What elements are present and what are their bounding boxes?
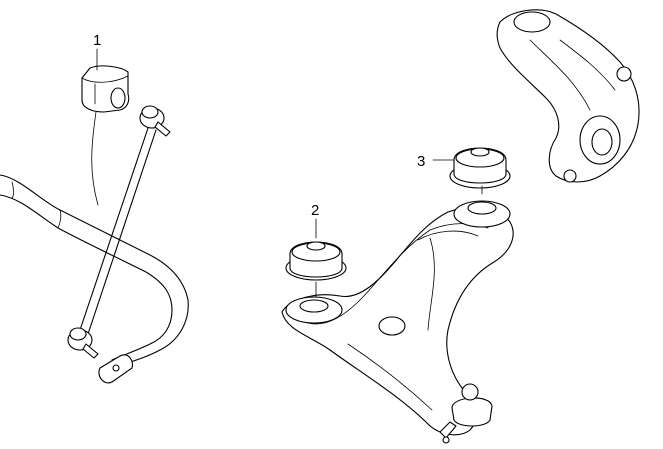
callout-label: 1 <box>93 32 101 49</box>
callout-2: 2 <box>311 202 319 239</box>
callout-3: 3 <box>417 153 455 170</box>
callout-label: 3 <box>417 153 425 170</box>
steering-knuckle <box>496 9 640 183</box>
rear-arm-bushing <box>449 147 511 228</box>
lower-control-arm <box>281 207 514 436</box>
stabilizer-bar <box>0 174 189 384</box>
front-arm-bushing <box>285 241 347 324</box>
callout-label: 2 <box>311 202 319 219</box>
stabilizer-bushing <box>81 65 130 206</box>
callout-1: 1 <box>93 32 101 71</box>
ball-joint <box>439 383 493 444</box>
stabilizer-link <box>67 105 171 359</box>
